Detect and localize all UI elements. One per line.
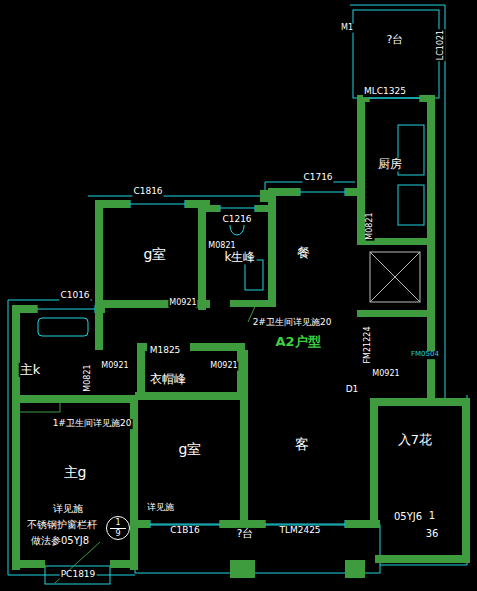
plan-label: A2户型 xyxy=(274,335,321,349)
plan-label: C1216 xyxy=(221,215,252,225)
plan-label: g室 xyxy=(178,442,203,457)
callout-number: 9 xyxy=(115,530,120,538)
plan-label: M0921 xyxy=(168,299,197,308)
plan-label: FM21224 xyxy=(364,326,373,365)
plan-label: M1825 xyxy=(149,346,182,356)
plan-label: C1816 xyxy=(132,187,163,197)
plan-label: 36 xyxy=(425,528,440,539)
plan-label: 1 xyxy=(428,510,436,521)
plan-label: D1 xyxy=(345,385,360,395)
plan-label: 厨房 xyxy=(377,158,403,171)
callout-circle: 19 xyxy=(106,516,130,540)
callout-number: 1 xyxy=(115,519,120,527)
plan-label: 详见施 xyxy=(52,503,84,514)
plan-label: ?台 xyxy=(236,528,255,540)
plan-label: PC1819 xyxy=(60,570,97,580)
plan-label: 衣帽峰 xyxy=(149,373,187,386)
plan-label: M0921 xyxy=(100,362,129,371)
plan-label: M0821 xyxy=(84,363,93,392)
plan-label: k生峰 xyxy=(224,251,257,264)
plan-label: 05YJ6 xyxy=(393,511,423,522)
plan-label: M0821 xyxy=(207,242,236,251)
plan-label: M0821 xyxy=(366,211,375,240)
plan-label: 客 xyxy=(294,437,310,452)
plan-label: 详见施 xyxy=(146,503,175,513)
plan-label: 入7花 xyxy=(397,433,433,447)
plan-label: C1B16 xyxy=(169,526,201,536)
callout-bar xyxy=(110,528,125,529)
plan-label: TLM2425 xyxy=(278,526,321,536)
plan-label: g室 xyxy=(143,247,168,262)
plan-label: 主k xyxy=(19,363,42,377)
plan-label: 2#卫生间详见施20 xyxy=(252,318,333,328)
plan-label: MLC1325 xyxy=(363,87,407,97)
plan-label: ?台 xyxy=(386,34,405,46)
plan-label: 主g xyxy=(63,465,88,480)
plan-label: 不锈钢护窗栏杆 xyxy=(26,519,98,530)
plan-label: C1016 xyxy=(59,291,90,301)
plan-label: M0921 xyxy=(209,362,238,371)
plan-label: C1716 xyxy=(302,173,333,183)
plan-label: 餐 xyxy=(296,246,311,260)
plan-label: 做法参05YJ8 xyxy=(30,535,90,546)
plan-label: 1#卫生间详见施20 xyxy=(52,419,133,429)
plan-label: M0921 xyxy=(371,370,400,379)
plan-label: LC1021 xyxy=(437,29,446,61)
plan-label: M1 xyxy=(340,24,354,33)
plan-label: FM0504 xyxy=(410,351,440,359)
